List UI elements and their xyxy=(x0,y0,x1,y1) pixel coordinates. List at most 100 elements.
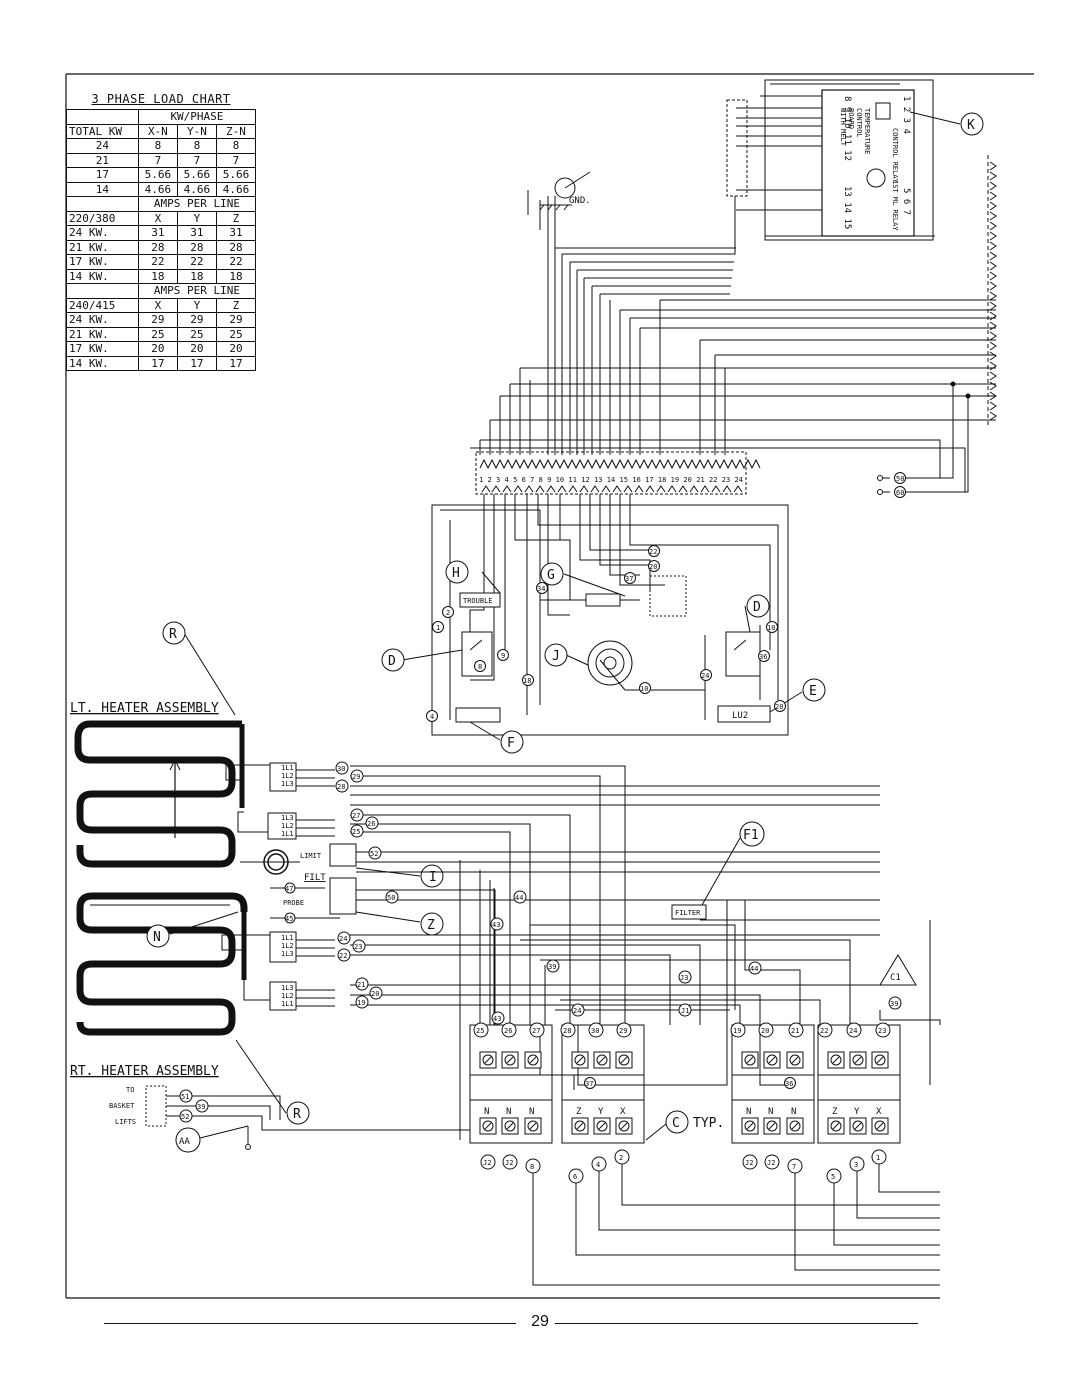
svg-text:1L1: 1L1 xyxy=(281,830,294,838)
svg-text:28: 28 xyxy=(563,1027,571,1035)
filt-label: FILT xyxy=(304,873,326,883)
limit-filt-switch: LIMIT FILT PROBE xyxy=(283,843,357,915)
svg-text:1: 1 xyxy=(876,1154,880,1162)
svg-text:4: 4 xyxy=(430,713,434,721)
contactor-bottom-tags: 8 6 4 2 7 5 3 1 xyxy=(525,1149,887,1184)
heater-terminal-labels: 1L1 1L2 1L3 1L3 1L2 1L1 1L1 1L2 1L3 1L3 … xyxy=(281,764,294,1008)
svg-text:R: R xyxy=(169,627,177,642)
top-wire-bundle xyxy=(470,83,996,492)
control-relay-label: CONTROL RELAY xyxy=(891,128,899,184)
svg-text:34: 34 xyxy=(537,585,545,593)
svg-text:19: 19 xyxy=(357,999,365,1007)
rt-heater-element xyxy=(76,892,248,1036)
svg-text:1L1: 1L1 xyxy=(281,934,294,942)
svg-text:N: N xyxy=(506,1107,511,1117)
callout-z: Z xyxy=(355,911,444,936)
svg-text:C: C xyxy=(672,1116,680,1131)
wire-number-tags-top-right: 50 60 xyxy=(894,472,906,498)
svg-text:20: 20 xyxy=(649,563,657,571)
svg-text:N: N xyxy=(153,930,161,945)
switch-right: D xyxy=(725,594,770,677)
callout-f1: F1 xyxy=(743,828,759,843)
svg-text:J2: J2 xyxy=(483,1159,491,1167)
board-label-2: CONTROL xyxy=(855,108,863,138)
svg-text:5: 5 xyxy=(831,1173,835,1181)
svg-text:52: 52 xyxy=(370,850,378,858)
svg-text:Z: Z xyxy=(427,918,435,933)
probe-coil xyxy=(240,849,300,875)
svg-text:X: X xyxy=(620,1107,626,1117)
callout-aa: AA xyxy=(175,1125,251,1153)
svg-text:N: N xyxy=(791,1107,796,1117)
lu2-label: LU2 xyxy=(732,711,748,721)
typ-label: TYP. xyxy=(693,1116,724,1131)
svg-text:I: I xyxy=(429,870,437,885)
svg-text:Y: Y xyxy=(854,1107,860,1117)
first-ml-relay-label: 1ST ML RELAY xyxy=(891,180,899,231)
svg-text:24: 24 xyxy=(849,1027,857,1035)
svg-text:J2: J2 xyxy=(505,1159,513,1167)
right-arrow-column xyxy=(987,155,997,428)
svg-text:22: 22 xyxy=(820,1027,828,1035)
callout-d-right: D xyxy=(753,600,761,615)
svg-text:19: 19 xyxy=(733,1027,741,1035)
svg-text:20: 20 xyxy=(761,1027,769,1035)
callout-d-left: D xyxy=(388,654,396,669)
lt-heater-element xyxy=(74,720,242,868)
probe-label: PROBE xyxy=(283,899,304,907)
svg-text:J1: J1 xyxy=(681,1007,689,1015)
lt-heater-label: LT. HEATER ASSEMBLY xyxy=(70,701,219,716)
svg-text:29: 29 xyxy=(619,1027,627,1035)
callout-j: J xyxy=(552,649,560,664)
svg-text:22: 22 xyxy=(339,952,347,960)
filter-label: FILTER xyxy=(675,909,701,917)
callout-i: I xyxy=(355,864,444,888)
svg-text:50: 50 xyxy=(896,475,904,483)
svg-text:24: 24 xyxy=(339,935,347,943)
component-f: F xyxy=(455,707,524,754)
svg-text:22: 22 xyxy=(649,548,657,556)
callout-c: C TYP. xyxy=(645,1110,724,1141)
component-g: G xyxy=(540,562,687,617)
svg-text:Z: Z xyxy=(576,1107,582,1117)
board-pins-right-top: 1 2 3 4 xyxy=(901,96,911,134)
svg-text:1L2: 1L2 xyxy=(281,772,294,780)
svg-text:43: 43 xyxy=(493,1015,501,1023)
svg-text:20: 20 xyxy=(371,990,379,998)
svg-text:36: 36 xyxy=(785,1080,793,1088)
rt-heater-label: RT. HEATER ASSEMBLY xyxy=(70,1064,219,1079)
board-pins-top: 8 9 10 11 12 xyxy=(842,96,852,161)
wire-50-60 xyxy=(877,384,969,495)
callout-e: E xyxy=(809,684,817,699)
svg-text:20: 20 xyxy=(775,703,783,711)
svg-text:1: 1 xyxy=(436,624,440,632)
svg-text:2: 2 xyxy=(446,609,450,617)
lu2-block: LU2 E xyxy=(717,678,826,723)
svg-text:44: 44 xyxy=(515,894,523,902)
board-label-3: BOARD xyxy=(847,108,855,129)
svg-text:J2: J2 xyxy=(745,1159,753,1167)
svg-text:25: 25 xyxy=(476,1027,484,1035)
svg-text:39: 39 xyxy=(890,1000,898,1008)
svg-text:TO: TO xyxy=(126,1086,134,1094)
svg-text:1L3: 1L3 xyxy=(281,814,294,822)
svg-text:60: 60 xyxy=(896,489,904,497)
heater-wire-tags: 30 29 28 27 26 25 52 47 50 45 24 23 22 2… xyxy=(284,761,902,1017)
middle-wire-tags: 1 2 4 8 9 18 10 22 20 24 34 37 10 36 20 xyxy=(426,545,786,722)
limit-label: LIMIT xyxy=(300,852,322,860)
temperature-control-board: TEMPERATURE CONTROL BOARD WITH MELT CONT… xyxy=(764,79,934,241)
page-number: 29 xyxy=(0,1313,1080,1331)
svg-text:44: 44 xyxy=(750,965,758,973)
svg-text:28: 28 xyxy=(337,783,345,791)
callout-h: H xyxy=(452,566,460,581)
svg-text:BASKET: BASKET xyxy=(109,1102,135,1110)
load-chart-title: 3 PHASE LOAD CHART xyxy=(91,92,231,106)
control-circuit-wires xyxy=(431,494,789,736)
callout-k: K xyxy=(909,111,984,136)
